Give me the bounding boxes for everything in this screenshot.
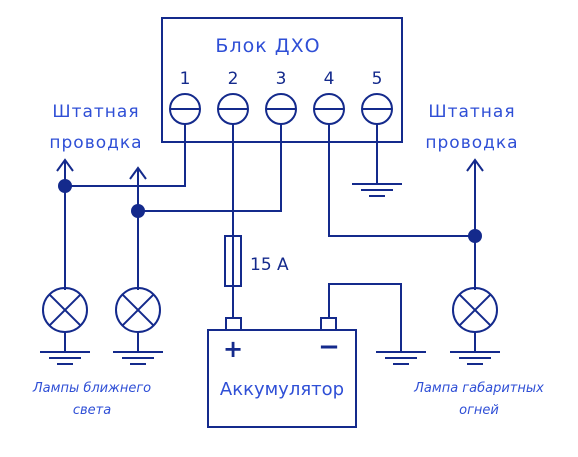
stock-wiring-right-line1: Штатная [428,102,515,122]
terminal-screw-3 [265,93,297,125]
ground-icon-battery [376,351,426,365]
junction-dot-middle [131,204,145,218]
arrow-up-icon-middle [129,166,147,180]
low-beam-caption-line2: света [73,403,111,418]
battery-label: Аккумулятор [220,379,344,400]
stock-wiring-left-line1: Штатная [52,102,139,122]
low-beam-caption-line1: Лампы ближнего [32,381,151,396]
fuse-rating-label: 15 А [250,255,289,275]
terminal-label-3: 3 [276,69,287,89]
battery: + − Аккумулятор [207,317,357,428]
wires [64,124,476,352]
wire-terminal-3 [138,124,282,212]
ground-icon-lamp-1 [40,351,90,365]
marker-caption-line2: огней [459,403,499,418]
wire-terminal-1 [65,124,186,187]
wire-battery-minus [328,283,402,352]
ground-icon-lamp-2 [113,351,163,365]
terminal-label-4: 4 [324,69,335,89]
drl-block: Блок ДХО 1 2 3 4 5 [161,17,403,143]
stock-wiring-right-line2: проводка [425,133,518,153]
stock-wiring-left-line2: проводка [49,133,142,153]
terminal-screw-1 [169,93,201,125]
arrow-up-icon-right [466,158,484,172]
marker-caption-line1: Лампа габаритных [413,381,544,396]
lamp-icon-marker [452,287,498,352]
battery-plus-sign: + [223,335,243,363]
terminal-screw-5 [361,93,393,125]
arrow-up-icon-left [56,158,74,172]
terminal-label-5: 5 [372,69,383,89]
terminal-screw-2 [217,93,249,125]
lamp-icon-low-beam-2 [115,287,161,352]
terminal-screw-4 [313,93,345,125]
junction-dot-right [468,229,482,243]
fuse-icon [224,235,242,287]
drl-block-title: Блок ДХО [215,35,320,57]
wire-terminal-4 [328,124,475,237]
junction-dot-left [58,179,72,193]
terminal-label-2: 2 [228,69,239,89]
ground-icon-terminal-5 [352,183,402,197]
battery-minus-sign: − [318,332,340,362]
lamp-icon-low-beam-1 [42,287,88,352]
ground-icon-marker [450,351,500,365]
terminal-label-1: 1 [180,69,191,89]
